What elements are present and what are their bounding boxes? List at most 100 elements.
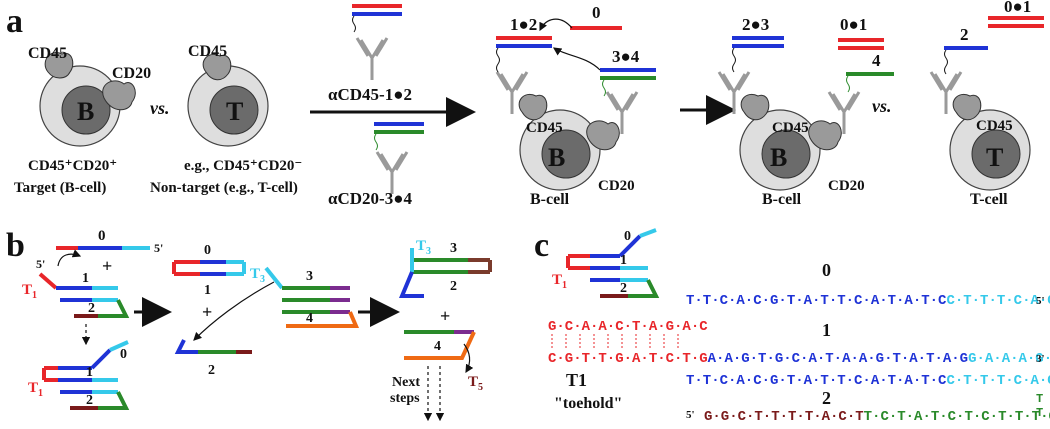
complex-1-2-top xyxy=(38,272,130,318)
vs-label: vs. xyxy=(150,98,170,118)
t1-label: T1 xyxy=(28,380,43,399)
complex-2-3-label: 2●3 xyxy=(742,15,769,34)
strand-4-label: 4 xyxy=(306,311,313,326)
five-prime-label: 5' xyxy=(36,257,45,271)
binding-arrow xyxy=(57,249,82,267)
ab-cd20-conjugate xyxy=(374,122,424,196)
complex-1-2-label: 1●2 xyxy=(510,15,537,34)
five-prime-label: 5' xyxy=(1036,295,1045,307)
binding-arrow xyxy=(193,281,275,341)
ab-cd20-label: αCD20-3●4 xyxy=(328,189,412,208)
exchange-arrow-2 xyxy=(553,47,601,71)
plus-sign: + xyxy=(102,256,112,276)
cd45-label: CD45 xyxy=(188,43,227,60)
panel-label-c: c xyxy=(534,227,549,264)
seq-1: C·G·T·T·G·A·T·C·T·GA·A·G·T·G·C·A·T·A·A·G… xyxy=(548,351,1050,367)
b-label: B xyxy=(77,97,94,126)
b-cell-middle: B xyxy=(495,26,656,191)
complex-0-1-2-bottom xyxy=(42,340,130,410)
strand-2-label: 2 xyxy=(620,281,627,296)
cd45-receptor xyxy=(44,52,74,79)
strand-2-label: 2 xyxy=(450,279,457,294)
complex-2-3 xyxy=(399,248,492,298)
strand-4-free xyxy=(404,330,476,360)
cd20-label: CD20 xyxy=(828,178,865,194)
base-pair-marks xyxy=(551,334,679,350)
strand-1-label: 1 xyxy=(620,253,627,268)
next-steps-line1: Next xyxy=(392,375,420,390)
b-cell-label: B-cell xyxy=(530,191,570,208)
t1-seq-label: T1 xyxy=(566,370,587,390)
t-label: T xyxy=(986,143,1003,172)
t3-label: T3 xyxy=(416,238,431,257)
complex-schematic-c xyxy=(566,228,660,298)
t5-arrow xyxy=(463,343,474,374)
nontarget-line1: e.g., CD45⁺CD20⁻ xyxy=(184,158,302,174)
strand-1-label: 1 xyxy=(204,283,211,298)
complex-3-4-label: 3●4 xyxy=(612,47,640,66)
cd45-label: CD45 xyxy=(526,120,563,136)
strand-2-label: 2 xyxy=(960,25,969,44)
strand-2-label: 2 xyxy=(86,393,93,408)
seq-0-label: 0 xyxy=(822,260,831,280)
cd20-receptor xyxy=(102,80,136,111)
t-cell-label: T-cell xyxy=(970,191,1008,208)
strand-3-label: 3 xyxy=(306,269,313,284)
five-prime-label: 5' xyxy=(154,241,163,255)
ab-cd45-label: αCD45-1●2 xyxy=(328,85,412,104)
ab-cd45-conjugate xyxy=(352,4,402,82)
toehold-label: "toehold" xyxy=(554,395,622,412)
seq-2-top: T·T·C·A·C·G·T·A·T·T·C·A·T·A·T·CC·T·T·T·C… xyxy=(686,373,1050,389)
strand-4-label: 4 xyxy=(872,51,881,70)
strand-0-label: 0 xyxy=(98,228,106,244)
plus-sign: + xyxy=(202,302,212,322)
target-line2: Target (B-cell) xyxy=(14,180,106,196)
b-cell-right: B xyxy=(717,36,894,191)
strand-2-label: 2 xyxy=(208,363,215,378)
t1-label: T1 xyxy=(22,282,37,301)
strand-3-label: 3 xyxy=(450,241,457,256)
t-label: T xyxy=(226,97,243,126)
strand-0-label: 0 xyxy=(204,243,211,258)
complex-0-1-label: 0●1 xyxy=(840,15,867,34)
b-label: B xyxy=(548,143,565,172)
seq-0: T·T·C·A·C·G·T·A·T·T·C·A·T·A·T·CC·T·T·T·C… xyxy=(686,293,1050,309)
seq-2-label: 2 xyxy=(822,388,831,408)
cd45-label: CD45 xyxy=(976,118,1013,134)
b-cell-left: B CD45 CD20 xyxy=(28,45,151,147)
tail-base: T xyxy=(1036,392,1043,406)
panel-label-a: a xyxy=(6,3,23,40)
t-cell-left: T CD45 xyxy=(187,43,269,147)
cd45-receptor xyxy=(202,54,232,81)
cd20-label: CD20 xyxy=(598,178,635,194)
vs-label: vs. xyxy=(872,96,892,116)
strand-2-free xyxy=(174,339,252,354)
strand-1-label: 1 xyxy=(82,271,89,286)
seq-top-left: G·C·A·A·C·T·A·G·A·C xyxy=(548,319,708,335)
cd20-label: CD20 xyxy=(112,65,151,82)
panel-label-b: b xyxy=(6,227,25,264)
next-steps-line2: steps xyxy=(390,391,420,406)
complex-3-4 xyxy=(264,266,360,328)
t3-label: T3 xyxy=(250,266,265,285)
strand-4-label: 4 xyxy=(434,339,441,354)
complex-0-1 xyxy=(172,260,246,276)
complex-0-1-label: 0●1 xyxy=(1004,0,1031,16)
b-cell-label: B-cell xyxy=(762,191,802,208)
strand-0-label: 0 xyxy=(624,229,631,244)
t5-label: T5 xyxy=(468,374,483,393)
cd45-label: CD45 xyxy=(772,120,809,136)
plus-sign: + xyxy=(440,306,450,326)
nontarget-line2: Non-target (e.g., T-cell) xyxy=(150,180,298,196)
seq-1-label: 1 xyxy=(822,320,831,340)
strand-0-label: 0 xyxy=(592,3,601,22)
cd45-label: CD45 xyxy=(28,45,67,62)
five-prime-label: 5' xyxy=(686,409,695,421)
b-label: B xyxy=(770,143,787,172)
seq-2-bottom: G·G·C·T·T·T·T·A·C·TT·C·T·A·T·C·T·C·T·T·T… xyxy=(704,409,1050,425)
three-prime-label: 3' xyxy=(1036,353,1045,365)
strand-1-label: 1 xyxy=(86,365,93,380)
t-cell-right: T xyxy=(929,16,1044,191)
t1-label: T1 xyxy=(552,272,567,291)
